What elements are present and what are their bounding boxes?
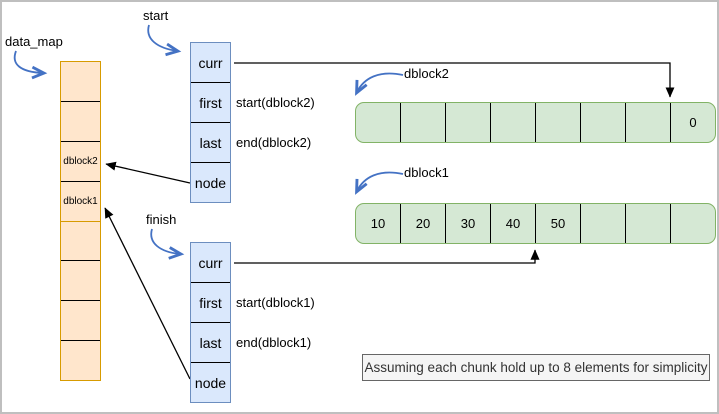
data-map-cell bbox=[61, 261, 100, 302]
dblock1-curve-arrow bbox=[355, 171, 404, 195]
data-map-array: dblock2 dblock1 bbox=[60, 61, 101, 381]
dblock1-cell: 40 bbox=[491, 204, 536, 243]
dblock2-chunk-array: 0 bbox=[355, 102, 716, 143]
dblock1-cell: 50 bbox=[536, 204, 581, 243]
finish-iterator-box: curr first last node bbox=[190, 242, 231, 403]
dblock1-cell bbox=[626, 204, 671, 243]
data-map-label: data_map bbox=[5, 34, 63, 49]
dblock2-curve-arrow bbox=[355, 72, 404, 96]
finish-curve-arrow bbox=[150, 228, 185, 260]
connector-finish-node-to-datamap bbox=[104, 207, 191, 380]
data-map-cell bbox=[61, 102, 100, 142]
dblock1-cell: 20 bbox=[401, 204, 446, 243]
dblock2-cell bbox=[536, 103, 581, 142]
start-node-field: node bbox=[194, 174, 227, 191]
data-map-cell-dblock1: dblock1 bbox=[61, 182, 100, 222]
dblock2-cell bbox=[491, 103, 536, 142]
dblock2-cell bbox=[626, 103, 671, 142]
dblock2-label: dblock2 bbox=[404, 66, 449, 81]
connector-start-node-to-datamap bbox=[105, 161, 191, 184]
data-map-cell bbox=[61, 222, 100, 262]
finish-first-field: first bbox=[191, 283, 230, 323]
dblock2-cell bbox=[356, 103, 401, 142]
dblock2-cell bbox=[401, 103, 446, 142]
start-first-annotation: start(dblock2) bbox=[236, 95, 315, 110]
start-last-field: last bbox=[191, 123, 230, 163]
dblock2-cell bbox=[581, 103, 626, 142]
dblock1-cell bbox=[671, 204, 715, 243]
data-map-curve-arrow bbox=[13, 50, 48, 80]
data-map-cell bbox=[61, 341, 100, 380]
data-map-cell bbox=[61, 62, 100, 102]
connector-start-curr-to-dblock2 bbox=[234, 62, 675, 98]
start-curr-field: curr bbox=[191, 43, 230, 83]
finish-curr-field: curr bbox=[191, 243, 230, 283]
finish-last-field: last bbox=[191, 323, 230, 363]
dblock1-cell bbox=[581, 204, 626, 243]
start-label: start bbox=[143, 8, 169, 23]
finish-last-annotation: end(dblock1) bbox=[236, 335, 312, 350]
data-map-cell bbox=[61, 301, 100, 342]
connector-finish-curr-to-dblock1 bbox=[234, 249, 540, 264]
start-last-annotation: end(dblock2) bbox=[236, 135, 312, 150]
finish-first-annotation: start(dblock1) bbox=[236, 295, 315, 310]
dblock1-cell: 30 bbox=[446, 204, 491, 243]
note-box: Assuming each chunk hold up to 8 element… bbox=[362, 354, 710, 381]
data-map-cell-dblock2: dblock2 bbox=[61, 142, 100, 182]
dblock1-label: dblock1 bbox=[404, 165, 449, 180]
finish-label: finish bbox=[146, 212, 177, 227]
start-first-field: first bbox=[191, 83, 230, 123]
start-curve-arrow bbox=[147, 24, 182, 57]
dblock1-cell: 10 bbox=[356, 204, 401, 243]
dblock1-chunk-array: 10 20 30 40 50 bbox=[355, 203, 716, 244]
finish-node-field: node bbox=[194, 374, 227, 391]
dblock2-cell bbox=[446, 103, 491, 142]
start-iterator-box: curr first last node bbox=[190, 42, 231, 203]
note-text: Assuming each chunk hold up to 8 element… bbox=[364, 360, 708, 375]
dblock2-cell: 0 bbox=[689, 115, 697, 130]
